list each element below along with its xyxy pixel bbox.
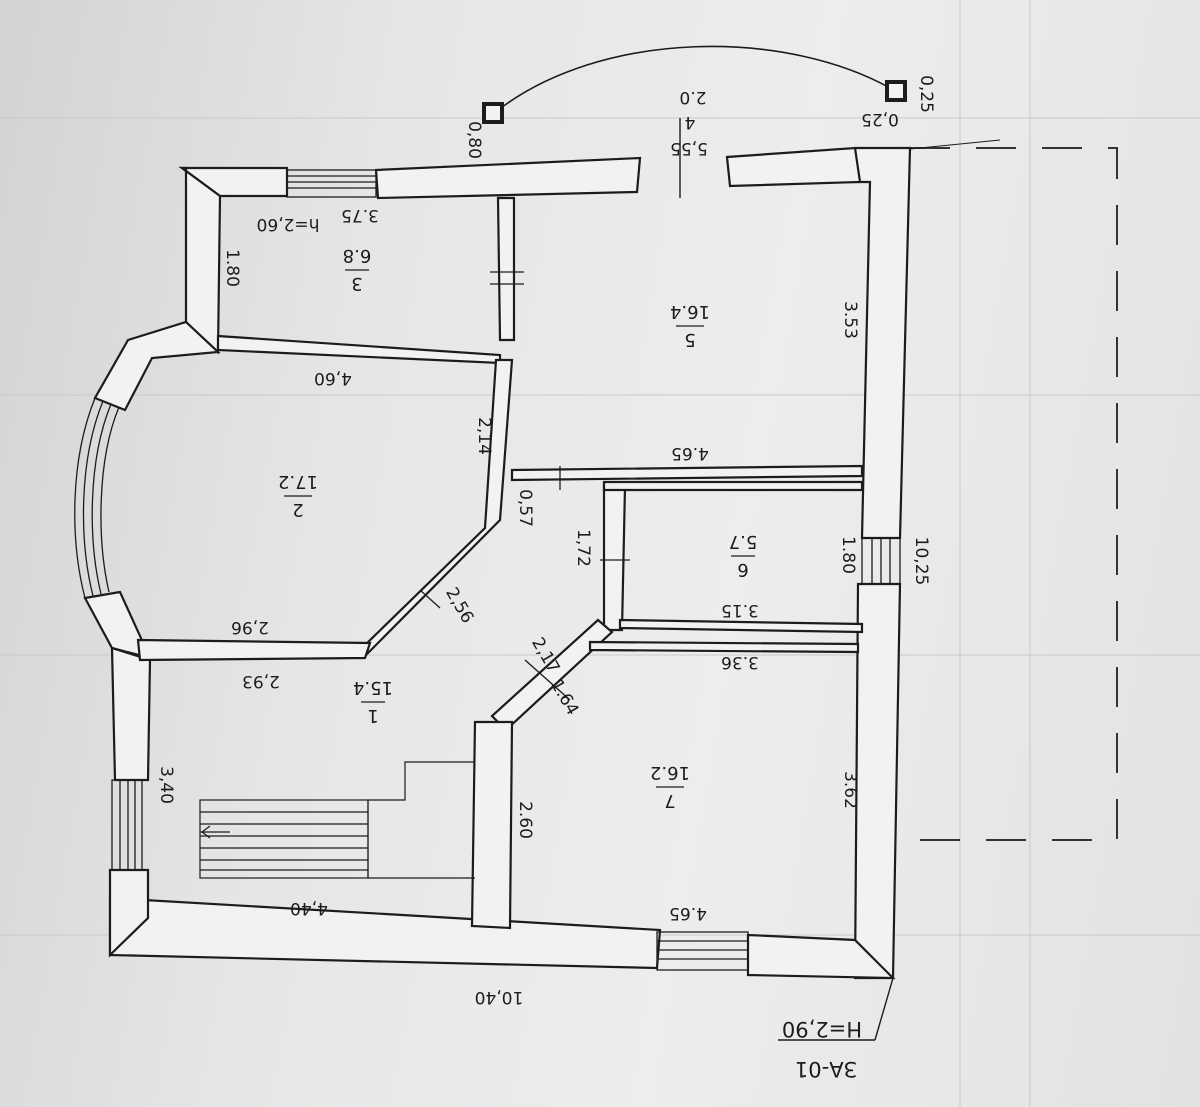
openings xyxy=(111,169,901,971)
window-top-left xyxy=(286,169,377,198)
dim-room6-c: 1,72 xyxy=(573,529,593,567)
stamp-height: H=2,90 xyxy=(782,1017,862,1041)
dim-room5-b: 4.65 xyxy=(671,443,709,463)
porch xyxy=(482,45,1001,198)
wall-left-mid xyxy=(110,646,152,782)
stair-outline xyxy=(367,761,475,879)
title-stamp: H=2,90 ЗА-01 xyxy=(778,977,894,1081)
wall-room7-left xyxy=(470,720,514,930)
wall-room3-room2 xyxy=(216,334,502,365)
wall-right-upper xyxy=(853,146,912,540)
wall-room2-bottom xyxy=(136,638,372,662)
wall-hall-diagonal xyxy=(490,618,614,732)
room-label-5: 5 16.4 xyxy=(670,301,710,350)
wall-hall-room5 xyxy=(510,464,864,482)
wall-top-center xyxy=(374,156,642,200)
dim-room7-b: 4.65 xyxy=(669,903,707,923)
staircase xyxy=(199,761,475,879)
wall-bottom-left xyxy=(108,896,662,970)
room-6-number: 6 xyxy=(737,559,748,580)
room-label-6: 6 5.7 xyxy=(729,531,758,580)
dim-room7-c: 3.36 xyxy=(721,652,759,672)
stair-flight xyxy=(199,799,369,879)
stair-arrow xyxy=(201,825,211,839)
wall-room6-bottom xyxy=(618,618,864,634)
dim-room3-a: 1.80 xyxy=(222,249,242,287)
dim-room1-a: 4,40 xyxy=(290,898,328,918)
room-label-1: 1 15.4 xyxy=(353,677,393,726)
section-line xyxy=(899,139,1001,151)
room-7-number: 7 xyxy=(664,790,675,811)
room-label-3: 3 6.8 xyxy=(343,245,372,294)
stamp-code: ЗА-01 xyxy=(795,1057,857,1081)
dim-room1-c: 2,93 xyxy=(242,671,280,691)
dim-room2-a: 4,60 xyxy=(314,368,352,388)
window-bottom xyxy=(656,931,749,971)
room-7-area: 16.2 xyxy=(650,762,690,783)
door-mark-room2 xyxy=(419,589,441,609)
wall-top-right xyxy=(725,146,862,188)
wall-right-lower xyxy=(853,582,902,980)
room-3-number: 3 xyxy=(351,273,362,294)
dim-room1-b: 3,40 xyxy=(156,766,176,804)
wall-room6-top xyxy=(602,480,864,492)
room-6-area: 5.7 xyxy=(729,531,758,552)
dim-post-b: 0,25 xyxy=(861,109,899,129)
dim-room7-a: 3.62 xyxy=(840,771,860,809)
dim-overall-length: 10,25 xyxy=(911,537,931,586)
room-1-number: 1 xyxy=(367,705,378,726)
door-mark-hall xyxy=(524,659,571,701)
dim-hall-a: 0,57 xyxy=(515,489,535,527)
dim-overall-width: 10,40 xyxy=(475,987,524,1007)
room-labels: 1 15.4 2 17.2 3 6.8 5 16.4 6 5.7 7 16.2 xyxy=(257,214,758,811)
dim-post-c: 0,80 xyxy=(464,121,484,159)
room-1-area: 15.4 xyxy=(353,677,393,698)
dim-porch-depth: 4 xyxy=(685,112,696,132)
dim-hall-c: 1.64 xyxy=(546,676,582,719)
stamp-leader xyxy=(874,977,894,1041)
room-3-ceiling-height: h=2,60 xyxy=(257,214,320,234)
porch-post-right xyxy=(885,80,907,102)
wall-room6-left xyxy=(602,484,627,632)
dim-post-a: 0,25 xyxy=(916,75,936,113)
wall-room3-room5 xyxy=(496,196,516,342)
dim-room2-c: 2,14 xyxy=(474,417,494,455)
room-2-area: 17.2 xyxy=(278,471,318,492)
dim-room1-d: 2.60 xyxy=(515,801,535,839)
wall-room7-top xyxy=(588,640,860,654)
dim-porch-depth-2: 2.0 xyxy=(679,87,706,107)
room-3-area: 6.8 xyxy=(343,245,372,266)
dim-room5-a: 3.53 xyxy=(840,301,860,339)
dim-room6-b: 3.15 xyxy=(721,600,759,620)
bay-wall-top xyxy=(93,320,221,412)
room-2-number: 2 xyxy=(292,499,303,520)
dim-room2-d: 2,56 xyxy=(441,584,477,627)
porch-post-left xyxy=(482,102,504,124)
room-label-2: 2 17.2 xyxy=(278,471,318,520)
room-label-7: 7 16.2 xyxy=(650,762,690,811)
dashed-extension-outline xyxy=(905,147,1118,841)
wall-room2-right xyxy=(360,358,514,658)
dim-room6-a: 1.80 xyxy=(838,536,858,574)
porch-arc xyxy=(492,45,898,115)
dim-porch-width: 5,55 xyxy=(670,138,708,158)
dim-room2-b: 2,96 xyxy=(231,617,269,637)
room-5-area: 16.4 xyxy=(670,301,710,322)
bay-window xyxy=(74,397,120,599)
room-5-number: 5 xyxy=(684,329,695,350)
dim-room3-b: 3.75 xyxy=(341,205,379,225)
window-left xyxy=(111,779,143,871)
